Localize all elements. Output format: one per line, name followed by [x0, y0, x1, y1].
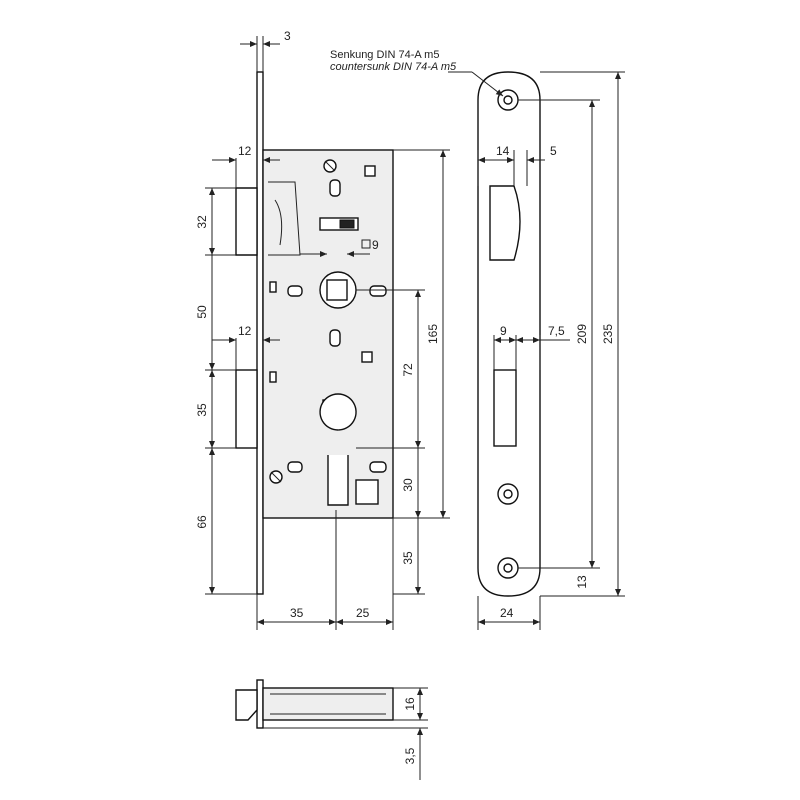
strike-plate-view: Senkung DIN 74-A m5 countersunk DIN 74-A… — [330, 49, 625, 630]
latch — [235, 187, 258, 256]
spindle-square — [326, 279, 348, 301]
bolt — [235, 369, 258, 449]
lock-front-view — [235, 71, 394, 595]
square-hole-middle — [361, 351, 373, 363]
dim-strike-latch-offset: 5 — [550, 144, 557, 158]
dim-body-bottom-extension: 35 — [401, 551, 415, 565]
dim-square-spindle: 9 — [372, 238, 379, 252]
dim-latch-to-bolt: 50 — [195, 305, 209, 319]
cam-block — [355, 479, 379, 505]
strike-bolt-opening — [493, 369, 517, 447]
section-case — [262, 687, 394, 721]
slot-left-mid — [287, 285, 303, 297]
dim-strike-bottom: 13 — [575, 575, 589, 589]
cylinder-cutout — [319, 393, 357, 506]
dim-strike-latch-width: 14 — [496, 144, 510, 158]
dim-cylinder-to-bottom: 30 — [401, 478, 415, 492]
slot-right-low — [369, 461, 387, 473]
faceplate — [256, 71, 264, 595]
note-countersink-de: Senkung DIN 74-A m5 — [330, 49, 439, 61]
strike-latch-opening — [489, 185, 521, 261]
dim-latch-height: 32 — [195, 215, 209, 229]
note-countersink-en: countersunk DIN 74-A m5 — [330, 61, 457, 73]
dim-body-height: 165 — [426, 324, 440, 344]
dim-latch-projection: 12 — [238, 144, 252, 158]
dim-bolt-projection: 12 — [238, 324, 252, 338]
dim-cylinder-offset: 25 — [356, 606, 370, 620]
latch-mechanism — [268, 181, 301, 256]
dim-strike-bolt-width: 9 — [500, 324, 507, 338]
dim-bottom-offset: 66 — [195, 515, 209, 529]
lock-section-view: 16 3,5 — [235, 679, 428, 780]
slot-right-mid — [369, 285, 387, 297]
section-faceplate — [256, 679, 264, 729]
dim-strike-screw-spacing: 209 — [575, 324, 589, 344]
dim-strike-bolt-offset: 7,5 — [548, 324, 565, 338]
slot-left-low — [287, 461, 303, 473]
dim-backset: 35 — [290, 606, 304, 620]
slot-middle — [329, 329, 341, 347]
section-latch — [235, 689, 258, 721]
dim-case-depth: 16 — [403, 697, 417, 711]
front-dimensions: 3 12 12 32 50 35 66 9 165 — [195, 29, 450, 630]
dim-bolt-height: 35 — [195, 403, 209, 417]
dim-case-offset: 3,5 — [403, 747, 417, 764]
dim-strike-total-height: 235 — [601, 324, 615, 344]
slot-upper — [329, 179, 341, 197]
dim-center-distance: 72 — [401, 363, 415, 377]
dim-faceplate-thickness: 3 — [284, 29, 291, 43]
square-hole-top — [364, 165, 376, 177]
dim-strike-width: 24 — [500, 606, 514, 620]
